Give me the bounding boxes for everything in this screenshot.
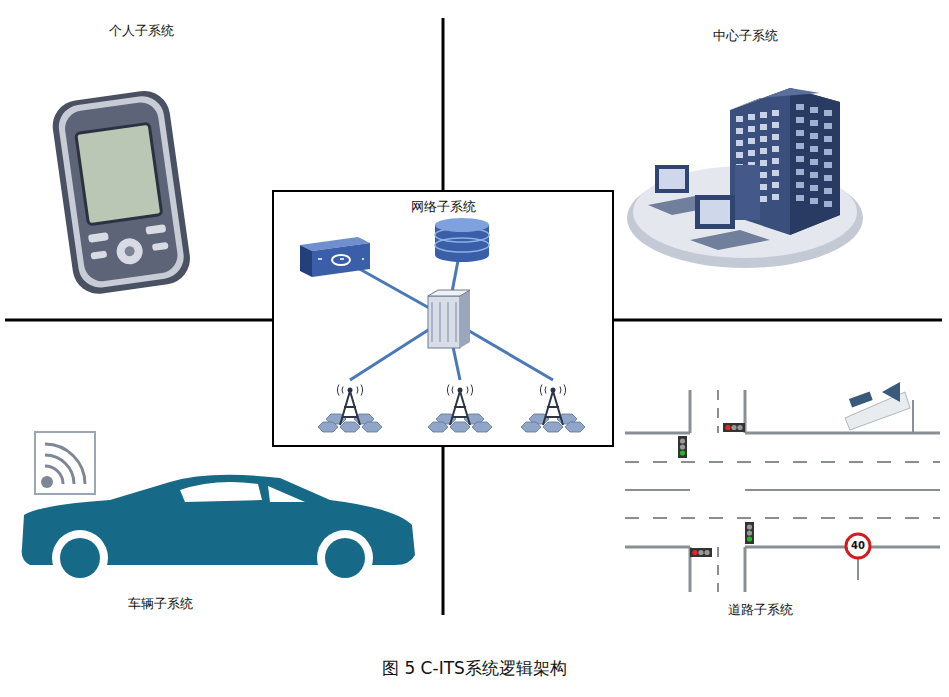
figure-caption: 图 5 C-ITS系统逻辑架构 <box>382 657 567 680</box>
subsystem-label: 道路子系统 <box>728 602 793 618</box>
speed-limit-number: 40 <box>851 540 865 552</box>
car-icon <box>22 432 415 586</box>
camera-icon <box>845 382 910 430</box>
road-icon <box>625 390 940 592</box>
divider-line <box>5 18 942 615</box>
network-illustration <box>274 192 612 445</box>
phone-icon <box>49 88 193 298</box>
subsystem-label: 个人子系统 <box>109 23 174 39</box>
network-box: 网络子系统 <box>272 190 614 447</box>
node-title: 网络子系统 <box>274 192 612 216</box>
traffic-light <box>678 423 754 557</box>
subsystem-label: 车辆子系统 <box>128 596 193 612</box>
building-icon <box>627 88 863 268</box>
speed-sign <box>846 534 870 558</box>
subsystem-label: 中心子系统 <box>713 28 778 44</box>
